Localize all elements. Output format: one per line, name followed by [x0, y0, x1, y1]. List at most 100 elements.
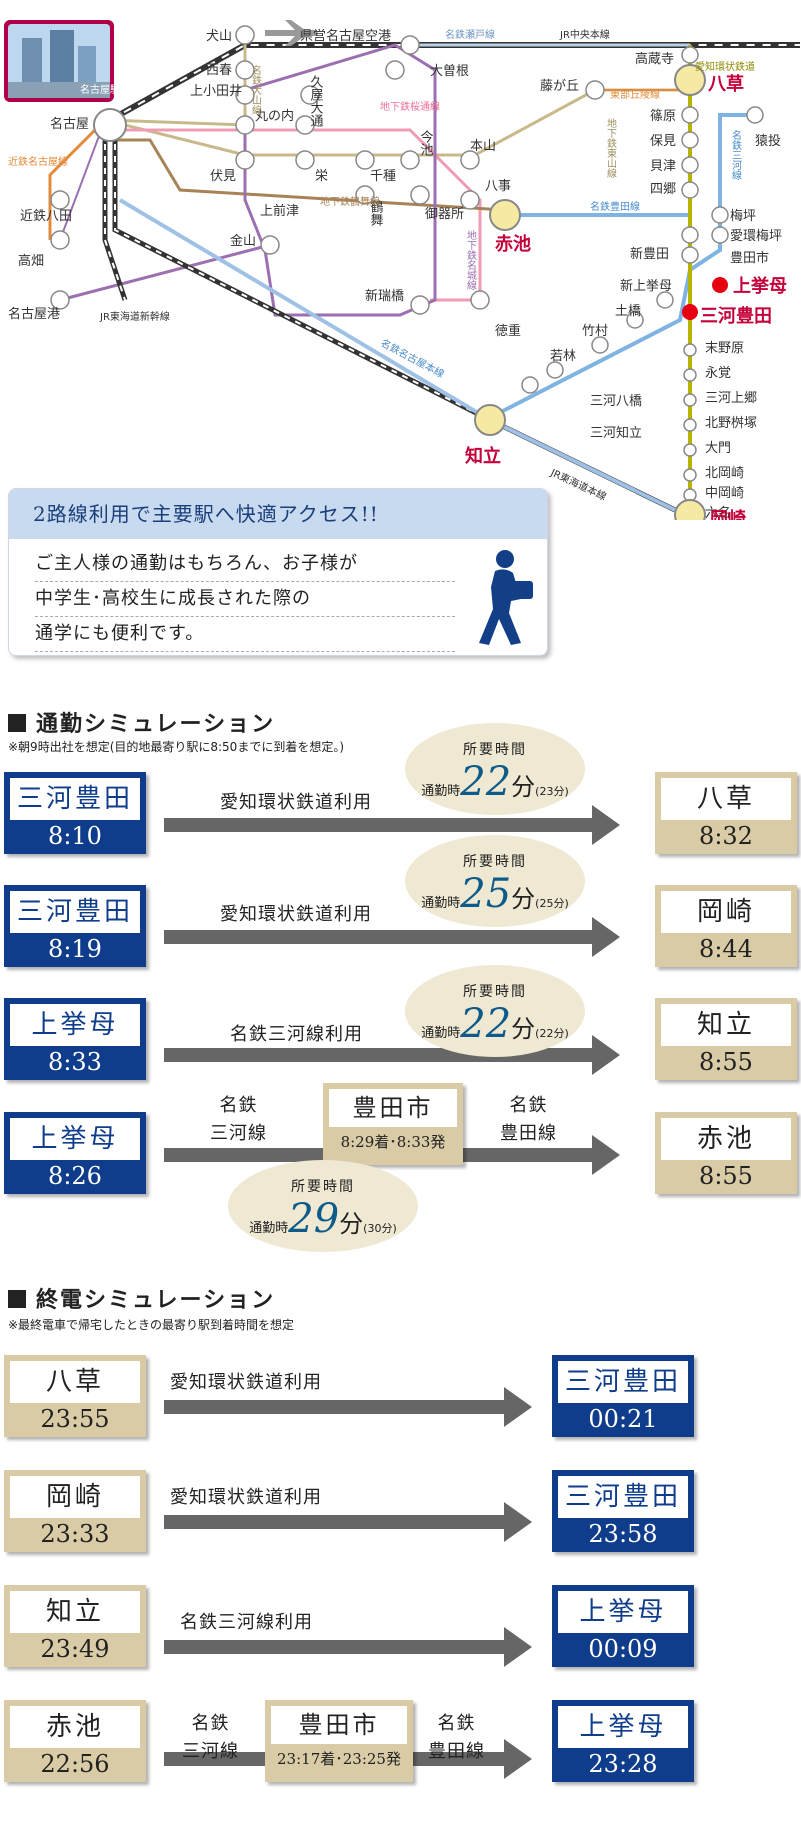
commute-to-box: 八草 8:32 — [655, 772, 797, 854]
lasttrain-to-box: 三河豊田 23:58 — [552, 1470, 694, 1552]
to-time: 8:32 — [699, 822, 753, 850]
station-mikawa-kamigo: 三河上郷 — [705, 391, 757, 406]
station-inuyama: 犬山 — [206, 29, 232, 44]
commute-to-box: 岡崎 8:44 — [655, 885, 797, 967]
commute-from-box: 三河豊田 8:19 — [4, 885, 146, 967]
from-station: 岡崎 — [10, 1476, 140, 1518]
station-shinohara: 篠原 — [650, 109, 676, 124]
transfer-station: 豊田市 — [329, 1089, 457, 1127]
station-nishiharu: 西春 — [206, 63, 232, 78]
route-arrow — [164, 1627, 532, 1667]
station-kintetsu-hatta: 近鉄八田 — [20, 209, 72, 224]
from-time: 23:33 — [40, 1520, 110, 1548]
station-yagoto: 八事 — [485, 179, 511, 194]
line-aikan: 愛知環状鉄道 — [695, 60, 755, 73]
banner-headline: 2路線利用で主要駅へ快適アクセス!! — [9, 489, 547, 539]
line-sakuradori: 地下鉄桜通線 — [380, 100, 440, 113]
station-nagoya: 名古屋 — [50, 116, 89, 132]
station-tsuchihashi: 土橋 — [615, 304, 641, 319]
line-inuyama: 名鉄犬山線 — [250, 64, 262, 115]
transfer-time: 8:29着･8:33発 — [340, 1133, 446, 1151]
from-station: 知立 — [10, 1591, 140, 1633]
station-airport: 県営名古屋空港 — [300, 28, 391, 44]
station-takehashi: 竹村 — [582, 324, 608, 339]
station-chikusa: 千種 — [370, 168, 396, 184]
station-chiryu: 知立 — [465, 445, 501, 467]
lasttrain-to-box: 上挙母 00:09 — [552, 1585, 694, 1667]
route-via: 愛知環状鉄道利用 — [220, 904, 372, 925]
to-station: 三河豊田 — [558, 1476, 688, 1518]
station-shintoyota: 新豊田 — [630, 246, 669, 262]
banner-body: ご主人様の通勤はもちろん、お子様が 中学生･高校生に成長された際の 通学にも便利… — [35, 547, 455, 652]
station-hisaya: 久屋大通 — [308, 75, 324, 127]
route-via-a: 名鉄三河線 — [182, 1713, 239, 1762]
to-time: 00:21 — [588, 1405, 658, 1433]
station-shinuwagoromo: 新上挙母 — [620, 278, 672, 294]
station-mikawa-chiryu: 三河知立 — [590, 425, 642, 441]
access-banner: 2路線利用で主要駅へ快適アクセス!! ご主人様の通勤はもちろん、お子様が 中学生… — [8, 488, 548, 656]
line-shinkansen: JR東海道新幹線 — [99, 310, 170, 323]
from-time: 22:56 — [40, 1750, 110, 1778]
lasttrain-from-box: 知立 23:49 — [4, 1585, 146, 1667]
to-time: 23:58 — [588, 1520, 658, 1548]
transfer-box: 豊田市 8:29着･8:33発 — [323, 1083, 463, 1165]
to-time: 8:55 — [699, 1048, 753, 1076]
to-time: 8:44 — [699, 935, 753, 963]
from-station: 上挙母 — [10, 1118, 140, 1160]
line-kintetsu: 近鉄名古屋線 — [8, 155, 68, 168]
to-station: 岡崎 — [661, 891, 791, 933]
commute-from-box: 上挙母 8:26 — [4, 1112, 146, 1194]
walking-student-icon — [479, 550, 533, 645]
station-imaike: 今池 — [418, 129, 434, 156]
station-toyotashi: 豊田市 — [730, 250, 769, 266]
from-station: 三河豊田 — [10, 778, 140, 820]
station-shigo: 四郷 — [650, 182, 676, 197]
route-via: 愛知環状鉄道利用 — [170, 1372, 322, 1393]
to-station: 上挙母 — [558, 1706, 688, 1748]
route-arrow — [164, 1387, 532, 1427]
station-takabata: 高畑 — [18, 253, 44, 269]
station-tokushige: 徳重 — [495, 323, 521, 339]
line-toyota: 名鉄豊田線 — [590, 200, 640, 213]
to-time: 8:55 — [699, 1162, 753, 1190]
photo-caption: 名古屋駅 — [80, 83, 120, 96]
to-time: 23:28 — [588, 1750, 658, 1778]
from-station: 赤池 — [10, 1706, 140, 1748]
station-kanayama: 金山 — [230, 233, 256, 249]
route-via: 愛知環状鉄道利用 — [220, 792, 372, 813]
station-kamimaezu: 上前津 — [260, 203, 299, 219]
route-arrow — [164, 805, 620, 845]
route-via-a: 名鉄三河線 — [210, 1095, 267, 1144]
transfer-box: 豊田市 23:17着･23:25発 — [265, 1700, 413, 1782]
route-arrow — [164, 917, 620, 957]
route-map: 名古屋駅 — [4, 20, 800, 520]
route-via: 愛知環状鉄道利用 — [170, 1487, 322, 1508]
lasttrain-note: ※最終電車で帰宅したときの最寄り駅到着時間を想定 — [8, 1318, 295, 1332]
station-shinmizuhashi: 新瑞橋 — [365, 288, 404, 304]
line-tobu: 東部丘陵線 — [610, 88, 660, 101]
commute-from-box: 三河豊田 8:10 — [4, 772, 146, 854]
route-arrow — [164, 1502, 532, 1542]
lasttrain-from-box: 赤池 22:56 — [4, 1700, 146, 1782]
station-kitaokazaki: 北岡崎 — [705, 466, 744, 481]
to-station: 八草 — [661, 778, 791, 820]
duration-bubble: 所要時間 通勤時25分(25分) — [405, 835, 585, 927]
from-time: 23:55 — [40, 1405, 110, 1433]
from-station: 八草 — [10, 1361, 140, 1403]
station-ozone: 大曽根 — [430, 64, 469, 79]
station-nagoyako: 名古屋港 — [8, 306, 60, 322]
station-akaike: 赤池 — [495, 233, 531, 255]
station-okazaki: 岡崎 — [710, 508, 746, 520]
from-time: 8:19 — [48, 935, 102, 963]
from-time: 8:10 — [48, 822, 102, 850]
station-yakusa: 八草 — [708, 73, 744, 95]
station-mikawa-toyota: 三河豊田 — [700, 306, 772, 327]
to-station: 三河豊田 — [558, 1361, 688, 1403]
station-mutsuna: 六名 — [705, 505, 731, 520]
commute-to-box: 知立 8:55 — [655, 998, 797, 1080]
commute-title: 通勤シミュレーション — [8, 706, 275, 738]
to-station: 赤池 — [661, 1118, 791, 1160]
banner-line: 中学生･高校生に成長された際の — [35, 582, 455, 617]
route-via: 名鉄三河線利用 — [180, 1612, 313, 1633]
station-sakae: 栄 — [315, 169, 328, 184]
